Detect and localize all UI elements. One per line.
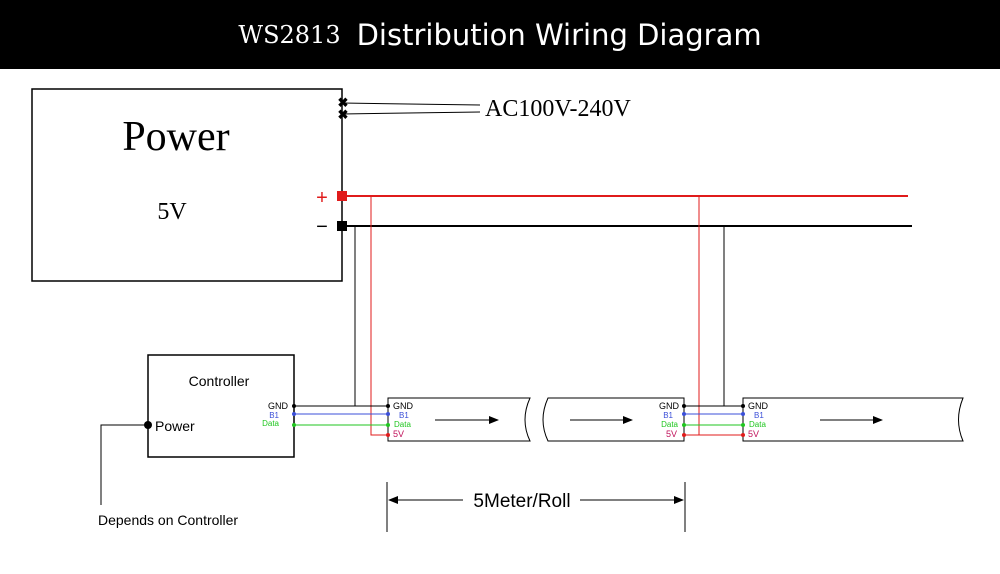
- controller-power-wire: [100, 424, 148, 505]
- led-strip-3: [742, 397, 964, 442]
- positive-terminal: [337, 191, 347, 201]
- diagram-title: Distribution Wiring Diagram: [356, 17, 762, 52]
- pin-dot: [682, 423, 686, 427]
- ac-terminal-1: ✖: [338, 95, 349, 110]
- pin-dot: [682, 412, 686, 416]
- ctrl-b1-dot: [292, 412, 296, 416]
- ac-input-label: AC100V-240V: [485, 96, 631, 122]
- strip-2-pin-b1: B1: [663, 411, 673, 420]
- minus-sign: −: [316, 216, 328, 238]
- pin-dot: [741, 423, 745, 427]
- led-strip-1: [387, 397, 531, 442]
- ctrl-data-dot: [292, 423, 296, 427]
- strip-2-pin-gnd: GND: [659, 401, 680, 411]
- controller-label: Controller: [189, 373, 250, 389]
- strip-3-pin-5v: 5V: [748, 429, 759, 439]
- strip-3-pin-b1: B1: [754, 411, 764, 420]
- pin-dot: [741, 433, 745, 437]
- power-label: Power: [122, 114, 229, 160]
- strip-1-pin-b1: B1: [399, 411, 409, 420]
- pin-dot: [386, 423, 390, 427]
- model-name: WS2813: [238, 20, 341, 49]
- strip-2-pin-data: Data: [661, 420, 678, 429]
- led-strip-2: [542, 397, 685, 442]
- controller-pin-b1: B1: [269, 411, 279, 420]
- strip-3-pin-gnd: GND: [748, 401, 769, 411]
- pin-dot: [386, 412, 390, 416]
- strip-1-pin-data: Data: [394, 420, 411, 429]
- pin-dot: [682, 433, 686, 437]
- pin-dot: [386, 433, 390, 437]
- v5-drop-2: [698, 196, 743, 436]
- power-supply-box: [31, 88, 343, 282]
- ac-wire-2: [341, 111, 481, 115]
- pin-dot: [386, 404, 390, 408]
- controller-power-label: Power: [155, 418, 195, 434]
- controller-pin-gnd: GND: [268, 401, 289, 411]
- ac-terminal-2: ✖: [338, 107, 349, 122]
- ctrl-gnd-dot: [292, 404, 296, 408]
- power-voltage: 5V: [157, 199, 187, 225]
- strip-2-pin-5v: 5V: [666, 429, 677, 439]
- dimension-label: 5Meter/Roll: [473, 491, 570, 512]
- gnd-drop-2: [723, 226, 743, 407]
- strip-1-pin-5v: 5V: [393, 429, 404, 439]
- strip-3-pin-data: Data: [749, 420, 766, 429]
- controller-note: Depends on Controller: [98, 512, 238, 528]
- pin-dot: [741, 412, 745, 416]
- controller-pin-data: Data: [262, 419, 279, 428]
- title-banner: WS2813 Distribution Wiring Diagram: [0, 0, 1000, 69]
- plus-sign: +: [316, 187, 328, 209]
- negative-terminal: [337, 221, 347, 231]
- ac-wire-1: [341, 102, 481, 106]
- pin-dot: [741, 404, 745, 408]
- strip-1-pin-gnd: GND: [393, 401, 414, 411]
- pin-dot: [682, 404, 686, 408]
- v5-drop-1: [370, 196, 388, 436]
